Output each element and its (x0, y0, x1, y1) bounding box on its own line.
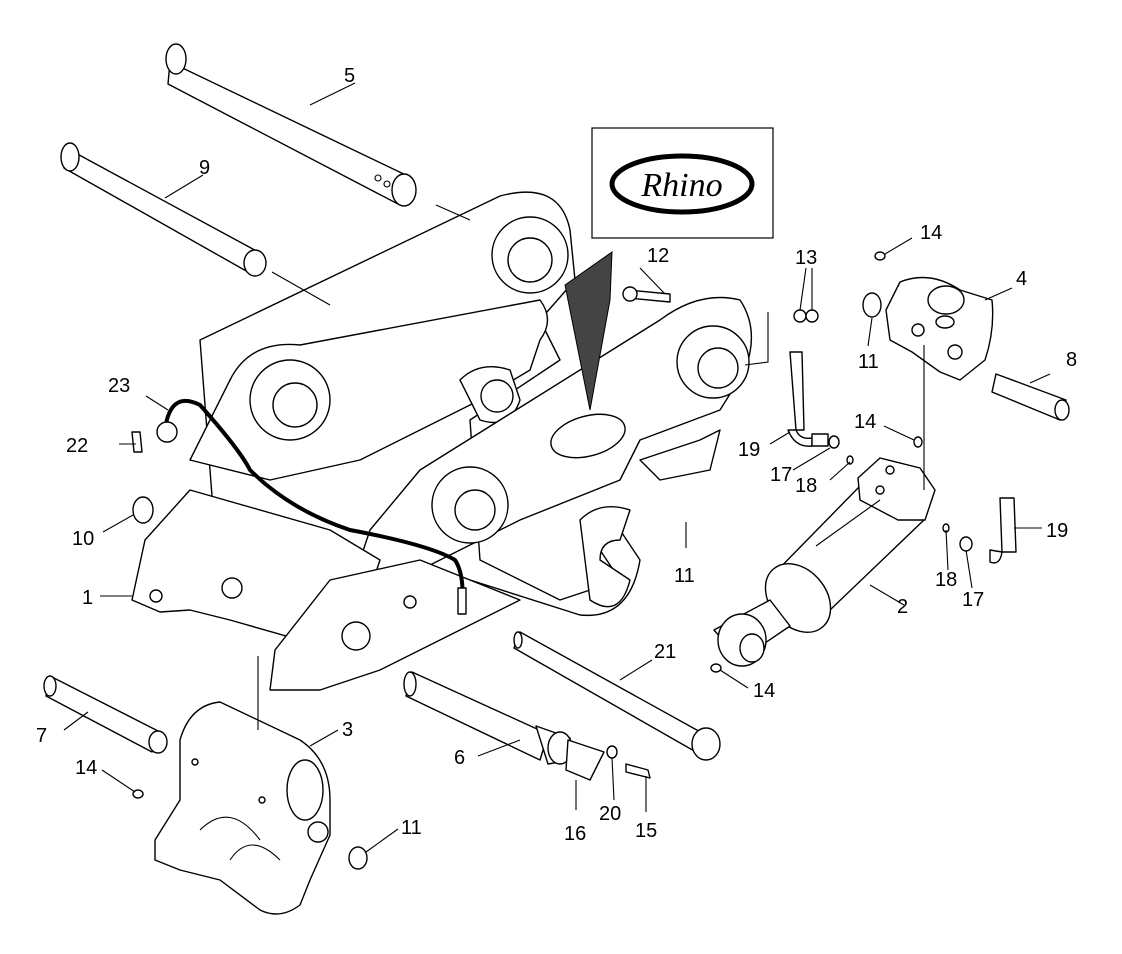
cylinder-2 (710, 436, 936, 673)
callout-1: 1 (82, 587, 93, 609)
ring-10 (132, 496, 154, 524)
block-4 (885, 276, 994, 381)
fittings-13 (793, 309, 819, 323)
pin-8 (991, 373, 1070, 421)
callout-23: 23 (108, 375, 130, 397)
grease-nipple-14-top (874, 251, 886, 261)
callout-11-mid: 11 (674, 565, 695, 587)
pin-6 (403, 671, 573, 765)
callout-8: 8 (1066, 349, 1077, 371)
callout-labels: 5 9 12 13 14 4 11 8 23 22 10 1 14 19 17 … (36, 65, 1077, 845)
callout-11-lower: 11 (401, 817, 422, 839)
callout-19-right: 19 (1046, 520, 1068, 542)
callout-14-cyl: 14 (753, 680, 775, 702)
callout-15: 15 (635, 820, 657, 842)
callout-11-upper: 11 (858, 351, 879, 373)
callout-20: 20 (599, 803, 621, 825)
bolt-12 (622, 286, 671, 303)
callout-9: 9 (199, 157, 210, 179)
callout-6: 6 (454, 747, 465, 769)
callout-21: 21 (654, 641, 676, 663)
callout-16: 16 (564, 823, 586, 845)
leader-lines (63, 82, 1051, 853)
callout-17-right: 17 (962, 589, 984, 611)
callout-14-lower: 14 (75, 757, 97, 779)
callout-2: 2 (897, 596, 908, 618)
callout-19-left: 19 (738, 439, 760, 461)
clip-22 (131, 431, 143, 453)
logo-text: Rhino (640, 167, 722, 204)
callout-18-left: 18 (795, 475, 817, 497)
callout-12: 12 (647, 245, 669, 267)
callout-7: 7 (36, 725, 47, 747)
callout-5: 5 (344, 65, 355, 87)
grease-nipple-14-lower (132, 789, 144, 799)
callout-13: 13 (795, 247, 817, 269)
ring-11-lower (348, 846, 368, 870)
rod-21 (513, 631, 721, 761)
hose-19-left (787, 351, 854, 465)
callout-3: 3 (342, 719, 353, 741)
callout-14-top: 14 (920, 222, 942, 244)
small-parts-15-16-20 (565, 739, 651, 781)
callout-17-left: 17 (770, 464, 792, 486)
pin-5 (165, 43, 417, 207)
callout-10: 10 (72, 528, 94, 550)
pin-7 (43, 675, 168, 754)
callout-14-mid: 14 (854, 411, 876, 433)
claw-3 (154, 701, 331, 915)
callout-22: 22 (66, 435, 88, 457)
pin-9 (60, 142, 267, 277)
hose-19-right (942, 497, 1017, 564)
callout-4: 4 (1016, 268, 1027, 290)
callout-18-right: 18 (935, 569, 957, 591)
logo-box: Rhino (591, 127, 774, 239)
ring-11-upper (862, 292, 882, 318)
cable-23 (156, 398, 467, 615)
frame-main (131, 191, 753, 691)
